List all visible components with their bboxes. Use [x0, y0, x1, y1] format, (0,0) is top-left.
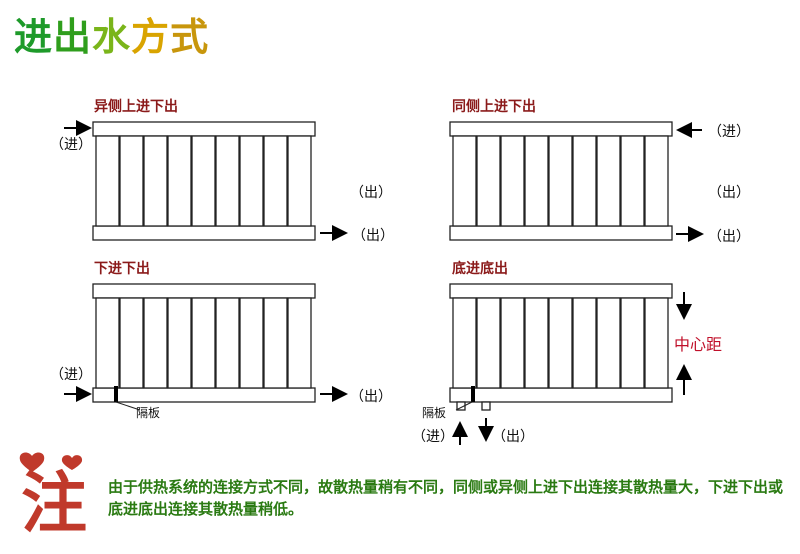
title-char: 式: [170, 15, 210, 59]
inlet-label: （进）: [412, 429, 454, 445]
top-header-pipe: [449, 121, 673, 137]
radiator-columns: [452, 135, 669, 227]
inlet-label: （进）: [50, 137, 92, 153]
bottom-header-pipe: [449, 387, 673, 403]
outlet-label: （出）: [708, 185, 750, 201]
bottom-outlet-stub: [481, 401, 491, 411]
divider-plate: [471, 386, 475, 402]
heart-icon: [61, 455, 83, 470]
divider-leader-line: [115, 401, 141, 411]
outlet-label: （出）: [492, 429, 534, 445]
top-header-pipe: [449, 283, 673, 299]
panel-label-same-side: 同侧上进下出: [452, 99, 536, 115]
divider-label: 隔板: [422, 406, 447, 420]
divider-label: 隔板: [136, 406, 161, 420]
outlet-label: （出）: [350, 389, 392, 405]
radiator-columns: [95, 135, 312, 227]
divider-leader-line: [455, 401, 473, 411]
bottom-header-pipe: [92, 225, 316, 241]
radiator-columns: [95, 297, 312, 389]
radiator-same-side: [449, 121, 673, 241]
outlet-label: （出）: [352, 228, 394, 244]
divider-plate: [114, 386, 118, 402]
inlet-label: （进）: [708, 124, 750, 140]
top-header-pipe: [92, 121, 316, 137]
top-header-pipe: [92, 283, 316, 299]
note-text: 由于供热系统的连接方式不同，故散热量稍有不同，同侧或异侧上进下出连接其散热量大，…: [108, 478, 784, 518]
panel-label-base-in-base-out: 底进底出: [452, 261, 508, 277]
title-char: 方: [131, 15, 171, 59]
outlet-label: （出）: [350, 185, 392, 201]
heart-icon: [19, 452, 45, 472]
radiator-bottom-in-bottom-out: [92, 283, 316, 403]
title-char: 进: [14, 15, 54, 59]
bottom-header-pipe: [92, 387, 316, 403]
title-char: 水: [92, 15, 132, 59]
inlet-label: （进）: [50, 367, 92, 383]
bottom-header-pipe: [449, 225, 673, 241]
outlet-label: （出）: [708, 229, 750, 245]
radiator-opposite-side: [92, 121, 316, 241]
page-title: 进 出 水 方 式: [14, 6, 209, 61]
radiator-base-in-base-out: [449, 283, 673, 411]
panel-label-bottom-in-bottom-out: 下进下出: [94, 261, 150, 277]
radiator-columns: [452, 297, 669, 389]
note-mark: 注: [19, 452, 87, 533]
note-mark-char: 注: [21, 465, 87, 533]
title-char: 出: [53, 15, 93, 59]
center-distance-label: 中心距: [674, 335, 723, 354]
panel-label-opposite-side: 异侧上进下出: [94, 99, 178, 115]
